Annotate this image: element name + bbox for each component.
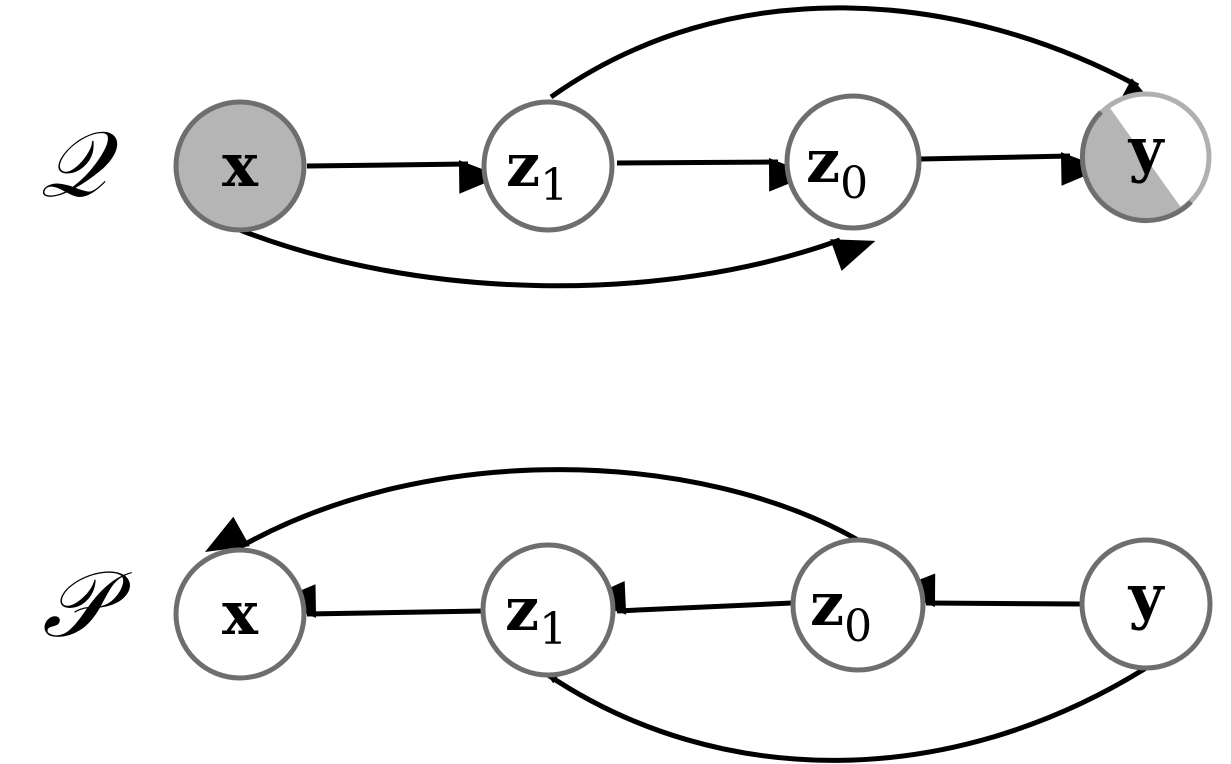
p-node-z1: z1: [480, 542, 616, 678]
p-edges: [204, 467, 1148, 763]
q-edge-z1-y: [549, 5, 1161, 113]
q-node-y-label: y: [1128, 115, 1166, 185]
p-node-z1-label: z1: [505, 575, 567, 655]
q-node-z0-label: z0: [806, 127, 868, 209]
p-node-y-label: y: [1128, 562, 1166, 632]
q-row-label: 𝒬: [40, 111, 119, 218]
q-node-z0: z0: [784, 93, 922, 231]
q-edge-z1-z0: [616, 158, 812, 192]
p-edge-y-z1: [527, 646, 1148, 763]
q-edges: [239, 5, 1161, 289]
q-node-z0-circle: [784, 93, 922, 231]
q-node-y: y: [1079, 91, 1212, 224]
p-node-x-circle: [173, 547, 307, 681]
p-node-z0: z0: [790, 537, 926, 673]
q-edge-x-z0: [239, 227, 876, 289]
p-edge-y-z0: [893, 573, 1083, 608]
q-node-x-label: x: [222, 131, 259, 201]
q-node-z1-circle: [481, 99, 615, 233]
q-node-x: x: [173, 99, 307, 233]
p-node-z1-circle: [480, 542, 616, 678]
p-row-label: 𝒫: [42, 551, 132, 658]
p-edge-z0-x: [204, 467, 860, 553]
q-node-y-circle-dark-half: [1079, 110, 1193, 224]
p-node-y-circle: [1079, 537, 1213, 671]
p-graph: 𝒫 x z1 z0: [42, 467, 1213, 763]
p-node-x-label: x: [222, 579, 259, 649]
p-edge-z0-z1: [583, 581, 793, 615]
q-node-x-circle: [173, 99, 307, 233]
p-node-z0-label: z0: [810, 570, 872, 652]
q-node-y-shaded-half: [1083, 94, 1190, 220]
p-node-x: x: [173, 547, 307, 681]
p-node-y: y: [1079, 537, 1213, 671]
q-graph: 𝒬 x z1 z0: [40, 5, 1212, 289]
q-node-z1: z1: [481, 99, 615, 233]
p-edge-z1-x: [273, 584, 483, 618]
q-node-z1-label: z1: [506, 131, 568, 211]
p-node-z0-circle: [790, 537, 926, 673]
q-edge-z0-y: [920, 152, 1104, 186]
q-edge-x-z1: [306, 160, 502, 194]
